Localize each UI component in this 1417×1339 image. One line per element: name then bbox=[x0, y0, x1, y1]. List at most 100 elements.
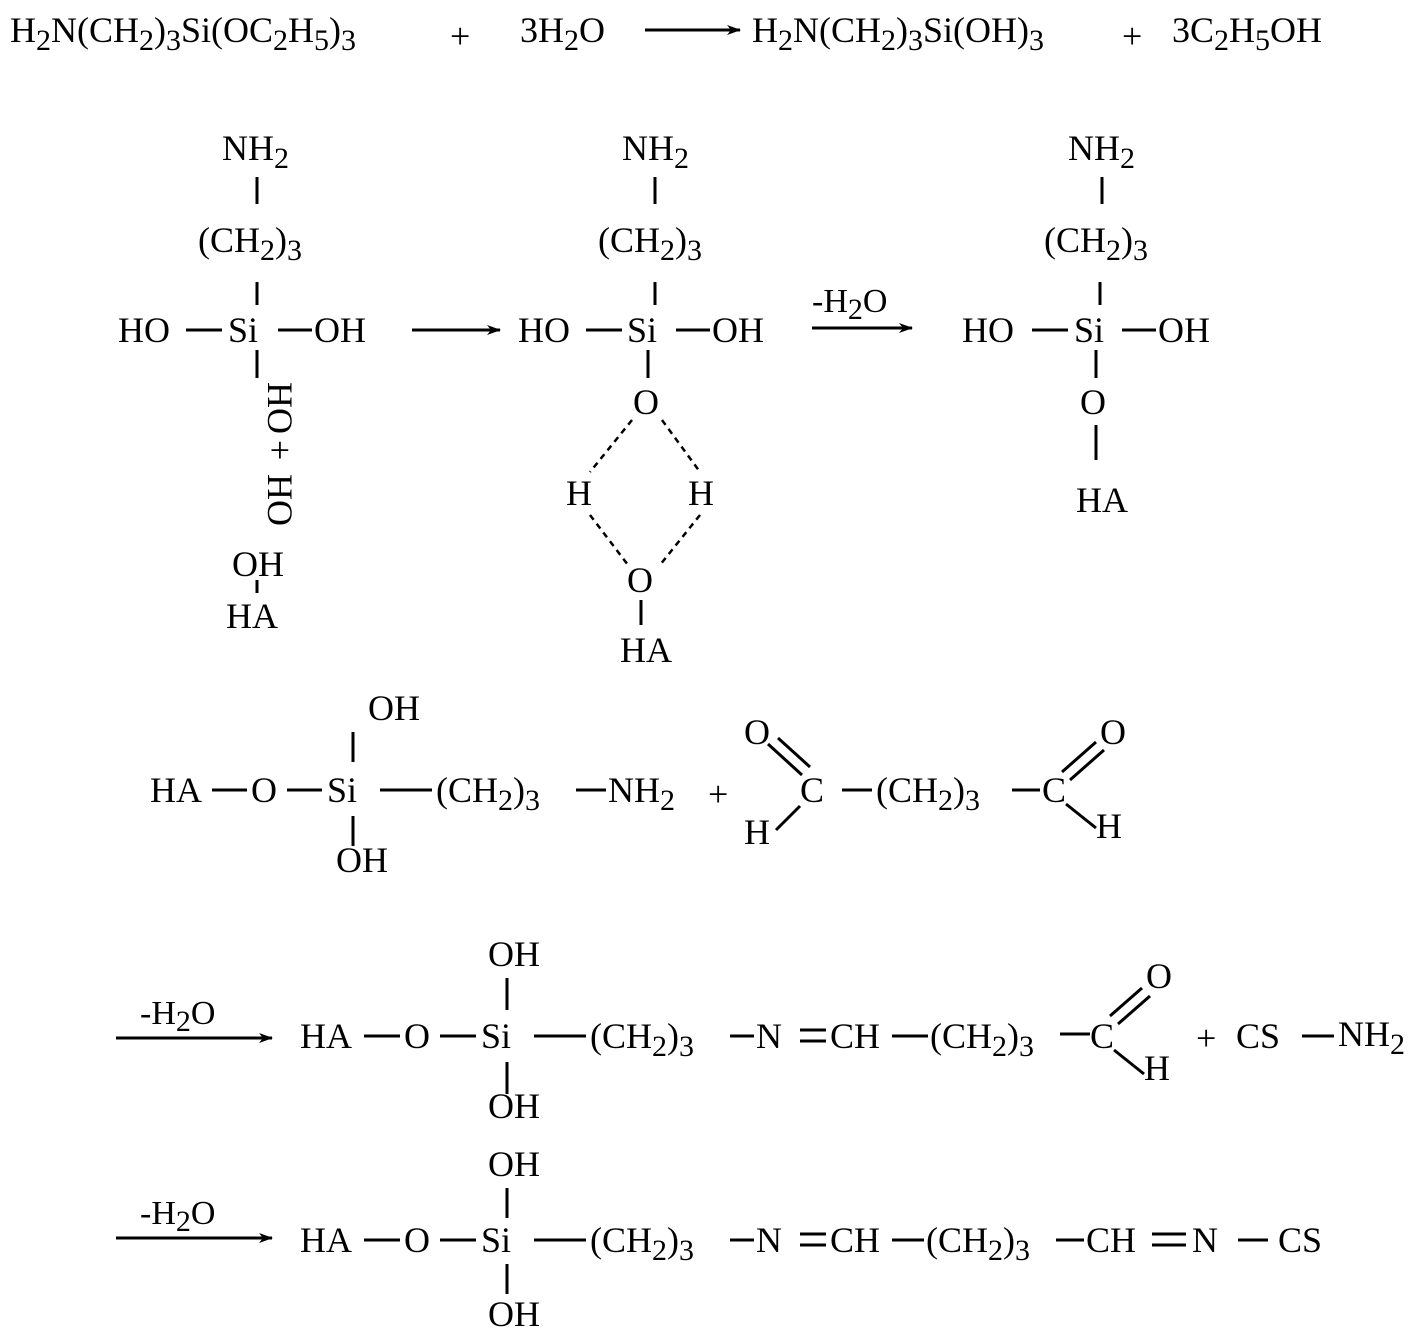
oxygen-atom: O bbox=[633, 382, 659, 422]
imine-nitrogen: N bbox=[756, 1220, 782, 1260]
silicon-atom: Si bbox=[327, 770, 357, 810]
double-bond bbox=[1061, 740, 1097, 774]
amine-group: NH2 bbox=[608, 770, 675, 817]
amine-group: NH2 bbox=[222, 128, 289, 175]
propyl-chain: (CH2)3 bbox=[926, 1220, 1030, 1267]
hydroxyapatite: HA bbox=[620, 630, 672, 670]
hydroxyapatite: HA bbox=[226, 596, 278, 636]
bond bbox=[1113, 1048, 1145, 1076]
dehydration-arrow: -H2O bbox=[812, 283, 913, 333]
product-silanetriol: H2N(CH2)3Si(OH)3 bbox=[752, 10, 1044, 57]
hydroxyl-right: OH bbox=[1158, 310, 1210, 350]
aldehyde-hydrogen: H bbox=[1144, 1048, 1170, 1088]
propyl-chain: (CH2)3 bbox=[1044, 220, 1148, 267]
plus-sign: + bbox=[1122, 16, 1142, 56]
aldehyde-hydrogen: H bbox=[1096, 806, 1122, 846]
propyl-chain: (CH2)3 bbox=[590, 1220, 694, 1267]
amine-group: NH2 bbox=[622, 128, 689, 175]
reactant-aptes: H2N(CH2)3Si(OC2H5)3 bbox=[10, 10, 356, 57]
amine-group: NH2 bbox=[1068, 128, 1135, 175]
plus-sign: + bbox=[1196, 1018, 1216, 1058]
propyl-chain: (CH2)3 bbox=[198, 220, 302, 267]
hydroxyapatite: HA bbox=[1076, 480, 1128, 520]
hydroxyl-surface: OH bbox=[232, 544, 284, 584]
plus-sign: + bbox=[260, 440, 300, 460]
hydroxyl-bottom: OH bbox=[488, 1294, 540, 1334]
hydrogen-atom: H bbox=[566, 473, 592, 513]
propyl-chain: (CH2)3 bbox=[930, 1016, 1034, 1063]
hydroxyapatite: HA bbox=[150, 770, 202, 810]
hydrolysis-equation: H2N(CH2)3Si(OC2H5)3 + 3H2O H2N(CH2)3Si(O… bbox=[10, 10, 1322, 57]
aldehyde-carbon: C bbox=[1090, 1016, 1114, 1056]
minus-water-label: -H2O bbox=[140, 1195, 215, 1238]
silicon-atom: Si bbox=[228, 310, 258, 350]
bond bbox=[1065, 802, 1097, 830]
hydroxyl-left: HO bbox=[518, 310, 570, 350]
minus-water-label: -H2O bbox=[140, 995, 215, 1038]
minus-water-label: -H2O bbox=[812, 283, 887, 326]
propyl-chain: (CH2)3 bbox=[598, 220, 702, 267]
hydroxyl-left: HO bbox=[962, 310, 1014, 350]
hydrogen-bond bbox=[589, 419, 633, 473]
grafted-silane-structure: NH2 (CH2)3 HO Si OH O HA bbox=[962, 128, 1210, 520]
chitosan: CS bbox=[1236, 1016, 1280, 1056]
hydroxyl-right: OH bbox=[314, 310, 366, 350]
imine-ch: CH bbox=[830, 1220, 880, 1260]
hydroxyl-right: OH bbox=[712, 310, 764, 350]
amine-group: NH2 bbox=[1338, 1014, 1405, 1061]
propyl-chain: (CH2)3 bbox=[590, 1016, 694, 1063]
aldehyde-hydrogen: H bbox=[744, 812, 770, 852]
hydroxyl-top: OH bbox=[368, 688, 420, 728]
hydroxyl-top: OH bbox=[488, 934, 540, 974]
bond bbox=[774, 804, 802, 832]
chitosan: CS bbox=[1278, 1220, 1322, 1260]
silicon-atom: Si bbox=[1074, 310, 1104, 350]
hydrogen-bond bbox=[589, 514, 629, 566]
amine-plus-glutaraldehyde: OH HA O Si (CH2)3 NH2 OH + O C H (CH2)3 … bbox=[150, 688, 1126, 880]
oxygen-atom: O bbox=[251, 770, 277, 810]
oxygen-atom: O bbox=[1080, 382, 1106, 422]
double-bond bbox=[1109, 986, 1143, 1018]
aldehyde-carbon: C bbox=[1042, 770, 1066, 810]
oxygen-atom: O bbox=[404, 1220, 430, 1260]
silicon-atom: Si bbox=[481, 1220, 511, 1260]
propyl-chain: (CH2)3 bbox=[436, 770, 540, 817]
aldehyde-carbon: C bbox=[800, 770, 824, 810]
hydrogen-bonded-intermediate: NH2 (CH2)3 HO Si OH O H H O HA bbox=[518, 128, 764, 670]
propyl-chain: (CH2)3 bbox=[876, 770, 980, 817]
imine-ch: CH bbox=[1086, 1220, 1136, 1260]
carbonyl-oxygen: O bbox=[744, 712, 770, 752]
hydrogen-bond bbox=[659, 514, 701, 566]
imine-intermediate: -H2O OH HA O Si (CH2)3 N CH (CH2)3 C O H… bbox=[116, 934, 1405, 1126]
plus-sign: + bbox=[708, 774, 728, 814]
hydrogen-bond bbox=[660, 419, 702, 473]
hydroxyl-left: HO bbox=[118, 310, 170, 350]
carbonyl-oxygen: O bbox=[1100, 712, 1126, 752]
hydroxyl-rotated: HO bbox=[260, 382, 300, 434]
rotated-ho-plus-ho: HO + HO bbox=[260, 382, 300, 526]
carbonyl-oxygen: O bbox=[1146, 956, 1172, 996]
imine-nitrogen: N bbox=[756, 1016, 782, 1056]
hydroxyapatite: HA bbox=[300, 1016, 352, 1056]
oxygen-atom: O bbox=[627, 560, 653, 600]
imine-nitrogen: N bbox=[1192, 1220, 1218, 1260]
crosslinked-product: -H2O OH HA O Si (CH2)3 N CH (CH2)3 CH N … bbox=[116, 1144, 1322, 1334]
hydroxyl-bottom: OH bbox=[336, 840, 388, 880]
hydroxyapatite: HA bbox=[300, 1220, 352, 1260]
reactant-water: 3H2O bbox=[520, 10, 605, 57]
double-bond bbox=[776, 736, 812, 769]
double-bond bbox=[1117, 994, 1151, 1026]
hydroxyl-rotated: HO bbox=[260, 474, 300, 526]
hydroxyl-bottom: OH bbox=[488, 1086, 540, 1126]
imine-ch: CH bbox=[830, 1016, 880, 1056]
silanol-with-ha-structure: NH2 (CH2)3 HO Si OH HO + HO OH HA bbox=[118, 128, 366, 636]
silicon-atom: Si bbox=[481, 1016, 511, 1056]
hydroxyl-top: OH bbox=[488, 1144, 540, 1184]
product-ethanol: 3C2H5OH bbox=[1172, 10, 1322, 57]
oxygen-atom: O bbox=[404, 1016, 430, 1056]
hydrogen-atom: H bbox=[688, 473, 714, 513]
double-bond bbox=[1069, 748, 1105, 782]
plus-sign: + bbox=[450, 16, 470, 56]
silicon-atom: Si bbox=[627, 310, 657, 350]
